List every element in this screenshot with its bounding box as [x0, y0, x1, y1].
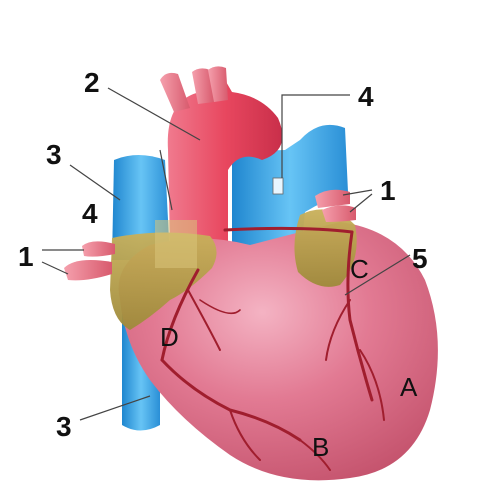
label-letter-a: A — [400, 372, 418, 402]
label-4-left: 4 — [82, 198, 98, 229]
coronary-vessels — [160, 226, 385, 471]
pulmonary-connector-marker — [272, 177, 284, 195]
leader-1-left-b — [41, 261, 69, 275]
leader-3-bottom — [79, 395, 151, 421]
label-1-right: 1 — [380, 175, 396, 206]
pulmonary-vein-right-2 — [322, 205, 356, 222]
label-letter-c: C — [350, 254, 369, 284]
aortic-branch-3 — [208, 66, 228, 102]
label-2: 2 — [84, 67, 100, 98]
label-letter-d: D — [160, 322, 179, 352]
label-letter-b: B — [312, 432, 329, 462]
leader-5 — [344, 254, 411, 296]
label-5: 5 — [412, 243, 428, 274]
aorta — [167, 74, 283, 255]
aortic-branch-2 — [192, 68, 214, 104]
leader-1-right-b — [349, 193, 373, 213]
label-3-top: 3 — [46, 139, 62, 170]
pulmonary-vein-left-2 — [64, 260, 112, 281]
leader-4-left — [159, 149, 173, 211]
pulmonary-vein-left-1 — [82, 241, 115, 257]
sinoatrial-node-patch — [155, 220, 197, 268]
leader-3-top — [69, 164, 121, 201]
leader-1-right-a — [342, 189, 373, 196]
label-1-left: 1 — [18, 241, 34, 272]
pulmonary-vein-right-1 — [315, 189, 350, 208]
label-3-bottom: 3 — [56, 411, 72, 442]
leader-4-top — [281, 94, 350, 178]
aortic-branch-1 — [160, 72, 190, 112]
leader-2 — [107, 87, 201, 141]
label-4-top: 4 — [358, 81, 374, 112]
